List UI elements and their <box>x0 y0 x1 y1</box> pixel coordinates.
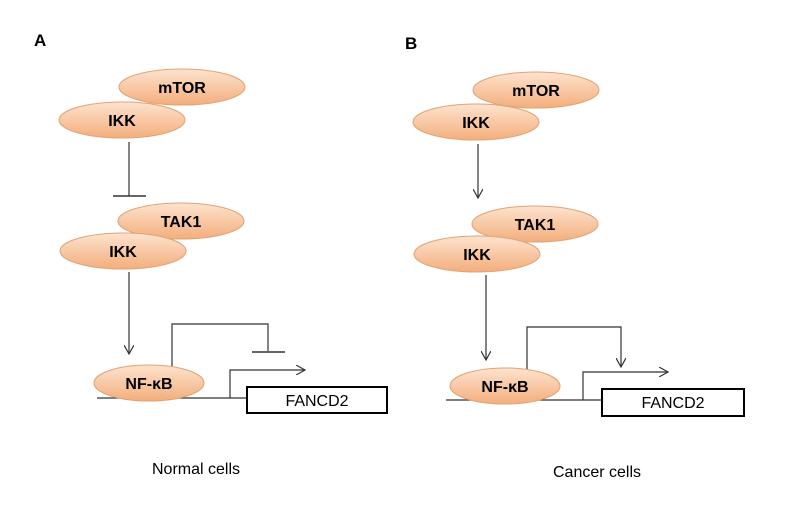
gene-box-a: FANCD2 <box>246 386 388 414</box>
ikk-bottom-ellipse-a <box>59 232 187 270</box>
ikk-top-label-a: IKK <box>108 113 136 130</box>
ikk-bottom-ellipse-b <box>413 235 541 273</box>
tak1-ellipse-b <box>471 205 599 243</box>
gene-box-b: FANCD2 <box>601 388 745 417</box>
fancd2-label-a: FANCD2 <box>285 393 348 410</box>
tak1-label-b: TAK1 <box>515 217 556 234</box>
mtor-ellipse-a <box>118 68 246 106</box>
mtor-label-b: mTOR <box>512 83 560 100</box>
ikk-bottom-node-a: IKK <box>59 232 187 270</box>
nfkb-label-a: NF-κB <box>125 376 172 393</box>
transcription-arrow-b <box>582 372 668 400</box>
mtor-node-a: mTOR <box>118 68 246 106</box>
tak1-label-a: TAK1 <box>161 214 202 231</box>
ikk-bottom-label-a: IKK <box>109 244 137 261</box>
nfkb-node-b: NF-κB <box>449 367 561 405</box>
tak1-node-b: TAK1 <box>471 205 599 243</box>
panel-a-letter: A <box>34 31 46 50</box>
mtor-ellipse-b <box>472 71 600 109</box>
tak1-ellipse-a <box>117 202 245 240</box>
nfkb-node-a: NF-κB <box>93 364 205 402</box>
mtor-label-a: mTOR <box>158 80 206 97</box>
ikk-bottom-label-b: IKK <box>463 247 491 264</box>
caption-b: Cancer cells <box>553 464 641 481</box>
feedback-line-a <box>171 323 269 372</box>
transcription-arrow-a <box>229 370 305 398</box>
panel-b: B mTOR IKK TAK1 IKK NF-κB <box>405 34 745 481</box>
ikk-top-node-b: IKK <box>412 103 540 141</box>
feedback-arrow-b <box>526 326 621 373</box>
panel-b-letter: B <box>405 34 417 53</box>
ikk-bottom-node-b: IKK <box>413 235 541 273</box>
tak1-node-a: TAK1 <box>117 202 245 240</box>
panel-a: A mTOR IKK TAK1 IKK NF <box>34 31 388 478</box>
nfkb-ellipse-a <box>93 364 205 402</box>
nfkb-label-b: NF-κB <box>481 379 528 396</box>
ikk-top-label-b: IKK <box>462 115 490 132</box>
mtor-node-b: mTOR <box>472 71 600 109</box>
fancd2-box-b <box>601 388 745 417</box>
ikk-top-ellipse-a <box>58 101 186 139</box>
fancd2-box-a <box>246 386 388 414</box>
ikk-top-node-a: IKK <box>58 101 186 139</box>
nfkb-ellipse-b <box>449 367 561 405</box>
caption-a: Normal cells <box>152 461 240 478</box>
ikk-top-ellipse-b <box>412 103 540 141</box>
fancd2-label-b: FANCD2 <box>641 395 704 412</box>
